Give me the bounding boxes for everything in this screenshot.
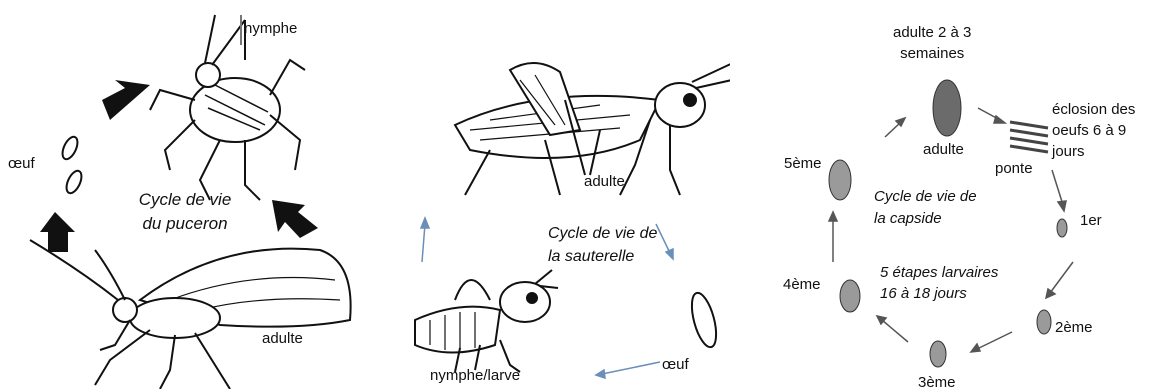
aphid-adult-label: adulte [262,330,303,348]
aphid-adult-drawing [30,240,351,389]
aphid-eggs [59,135,84,196]
aphid-cycle-title-line2: du puceron [115,212,255,236]
capsid-cycle-panel: adulte 2 à 3 semaines adulte ponte éclos… [730,0,1155,389]
capsid-stage3-drawing [930,341,946,367]
capsid-stages-subtitle-line1: 5 étapes larvaires [880,262,998,283]
aphid-cycle-title: Cycle de vie du puceron [115,188,255,236]
capsid-adult-drawing [933,80,961,136]
capsid-cycle-title-line2: la capside [874,208,977,230]
grasshopper-cycle-title: Cycle de vie de la sauterelle [548,222,657,268]
aphid-arrow-right [272,200,318,238]
capsid-cycle-title-line1: Cycle de vie de [874,186,977,208]
capsid-egg-mass-drawing [1010,122,1048,152]
aphid-egg-label: œuf [8,155,35,173]
capsid-adult-duration-label: adulte 2 à 3 semaines [893,22,971,64]
capsid-stage4-label: 4ème [783,276,821,294]
grasshopper-cycle-title-line2: la sauterelle [548,245,657,268]
aphid-cycle-title-line1: Cycle de vie [115,188,255,212]
capsid-stage5-drawing [829,160,851,200]
capsid-hatch-line2: oeufs 6 à 9 [1052,120,1135,141]
capsid-hatch-line3: jours [1052,141,1135,162]
capsid-adult-duration-line2: semaines [893,43,971,64]
capsid-adult-duration-line1: adulte 2 à 3 [893,22,971,43]
capsid-adult-label: adulte [923,141,964,159]
grasshopper-nymph-drawing [415,270,558,372]
capsid-hatch-line1: éclosion des [1052,99,1135,120]
grasshopper-cycle-title-line1: Cycle de vie de [548,222,657,245]
capsid-stage1-drawing [1057,219,1067,237]
grasshopper-egg-label: œuf [662,356,689,374]
grasshopper-cycle-panel: adulte œuf nymphe/larve Cycle de vie de … [370,0,730,389]
aphid-cycle-panel: nymphe œuf adulte Cycle de vie du pucero… [0,0,370,389]
aphid-arrow-top-left [102,80,150,120]
grasshopper-egg-drawing [687,290,721,349]
capsid-laying-label: ponte [995,160,1033,178]
aphid-nymph-label: nymphe [244,20,297,38]
aphid-nymph-drawing [150,15,305,200]
capsid-stage3-label: 3ème [918,374,956,392]
capsid-stages-subtitle-line2: 16 à 18 jours [880,283,998,304]
capsid-stage5-label: 5ème [784,155,822,173]
capsid-cycle-title: Cycle de vie de la capside [874,186,977,230]
capsid-stage1-label: 1er [1080,212,1102,230]
capsid-stage2-drawing [1037,310,1051,334]
grasshopper-adult-label: adulte [584,173,625,191]
capsid-stages-subtitle: 5 étapes larvaires 16 à 18 jours [880,262,998,304]
capsid-stage2-label: 2ème [1055,319,1093,337]
grasshopper-nymph-label: nymphe/larve [430,367,520,385]
grasshopper-diagram [370,0,730,389]
capsid-stage4-drawing [840,280,860,312]
aphid-arrow-left [40,212,75,252]
capsid-hatch-label: éclosion des oeufs 6 à 9 jours [1052,99,1135,162]
